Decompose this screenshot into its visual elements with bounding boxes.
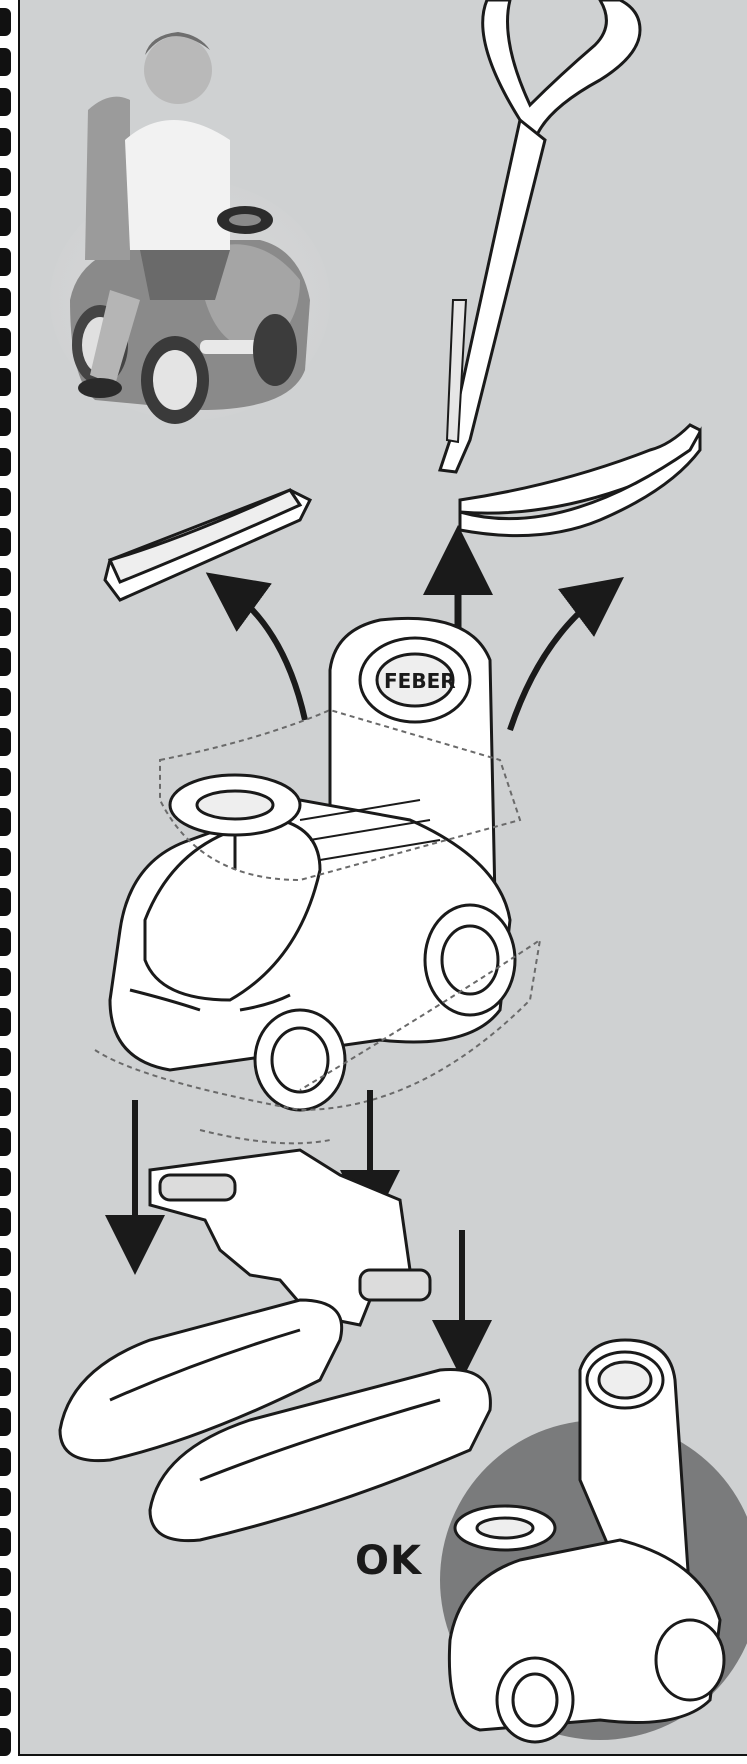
- binding-tab: [0, 1368, 11, 1396]
- ski-left-part: [58, 1298, 343, 1463]
- binding-tab: [0, 1408, 11, 1436]
- binding-tab: [0, 1648, 11, 1676]
- binding-tab: [0, 1128, 11, 1156]
- binding-tab: [0, 1688, 11, 1716]
- binding-tab: [0, 1528, 11, 1556]
- push-handle-part: [437, 0, 642, 474]
- binding-tab: [0, 848, 11, 876]
- binding-tab: [0, 528, 11, 556]
- binding-tab: [0, 408, 11, 436]
- binding-tab: [0, 1728, 11, 1756]
- binding-tab: [0, 728, 11, 756]
- binding-tab: [0, 448, 11, 476]
- side-guard-left: [103, 488, 313, 602]
- binding-tab: [0, 208, 11, 236]
- binding-tab: [0, 1208, 11, 1236]
- binding-tab: [0, 1568, 11, 1596]
- removed-parts-outline: [94, 708, 542, 1145]
- binding-tab: [0, 768, 11, 796]
- binding-tab: [0, 48, 11, 76]
- ride-on-car-drawing: FEBER: [108, 616, 517, 1112]
- binding-tab: [0, 888, 11, 916]
- curved-arrow-right: [507, 576, 624, 731]
- binding-tab: [0, 1248, 11, 1276]
- binding-tab: [0, 1008, 11, 1036]
- binding-tab: [0, 648, 11, 676]
- binding-tab: [0, 1608, 11, 1636]
- binding-tab: [0, 608, 11, 636]
- binding-tab: [0, 1288, 11, 1316]
- binding-edge-tabs: [0, 0, 18, 1756]
- brand-logo: FEBER: [384, 669, 456, 693]
- binding-tab: [0, 968, 11, 996]
- side-guard-right: [458, 423, 702, 538]
- footrest-base-part: [148, 1148, 432, 1327]
- binding-tab: [0, 688, 11, 716]
- binding-tab: [0, 1168, 11, 1196]
- down-arrows: [105, 1090, 492, 1380]
- assembled-result: [440, 1338, 747, 1744]
- curved-arrow-left: [205, 572, 308, 721]
- binding-tab: [0, 168, 11, 196]
- binding-tab: [0, 1328, 11, 1356]
- ski-right-part: [148, 1368, 492, 1543]
- binding-tab: [0, 328, 11, 356]
- ok-result-label: OK: [355, 1538, 422, 1584]
- binding-tab: [0, 568, 11, 596]
- product-photo: [50, 32, 330, 424]
- binding-tab: [0, 1448, 11, 1476]
- binding-tab: [0, 808, 11, 836]
- binding-tab: [0, 368, 11, 396]
- binding-tab: [0, 128, 11, 156]
- binding-tab: [0, 288, 11, 316]
- binding-tab: [0, 1048, 11, 1076]
- binding-tab: [0, 248, 11, 276]
- binding-tab: [0, 8, 11, 36]
- binding-tab: [0, 488, 11, 516]
- binding-tab: [0, 88, 11, 116]
- binding-tab: [0, 1488, 11, 1516]
- binding-tab: [0, 1088, 11, 1116]
- binding-tab: [0, 928, 11, 956]
